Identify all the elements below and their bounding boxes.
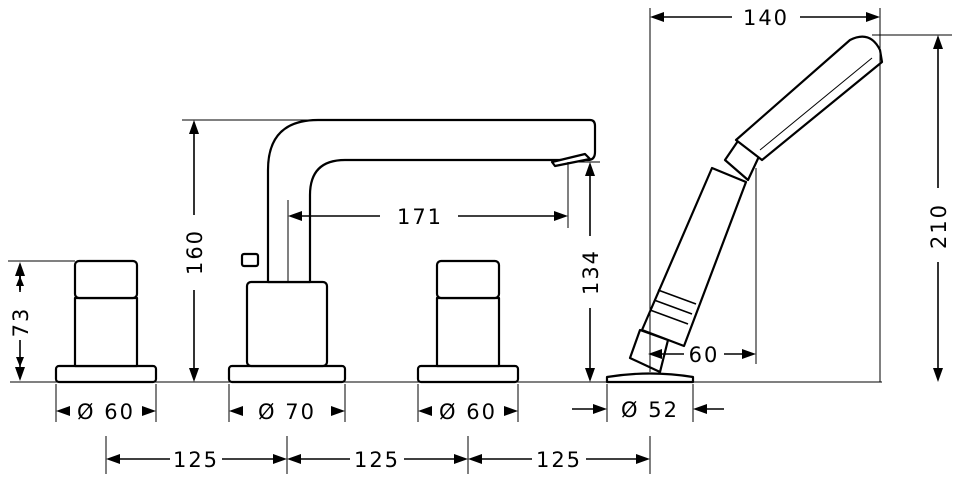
dim-label-spacing-2: 125	[354, 448, 400, 472]
dim-shower-width: 140	[649, 6, 881, 382]
dim-label-134: 134	[579, 249, 603, 295]
dim-right-diameter: Ø 60	[417, 384, 519, 424]
dim-label-73: 73	[9, 307, 33, 338]
spout	[227, 118, 597, 384]
dim-spout-reach: 171	[287, 162, 569, 282]
dim-spout-height: 160	[182, 119, 318, 382]
dim-shower-height: 210	[872, 34, 952, 382]
dim-shower-diameter: Ø 52	[572, 384, 724, 422]
dim-label-spout-dia: Ø 70	[258, 400, 316, 424]
dim-label-210: 210	[927, 203, 951, 249]
dim-label-spacing-1: 125	[173, 448, 219, 472]
dim-label-171: 171	[397, 205, 443, 229]
hand-shower	[605, 35, 884, 384]
left-handle	[54, 259, 158, 384]
dim-label-60-holder: 60	[689, 343, 720, 367]
dim-label-160: 160	[183, 229, 207, 275]
dim-outlet-height: 134	[575, 161, 603, 382]
dim-label-left-dia: Ø 60	[77, 400, 135, 424]
dim-label-right-dia: Ø 60	[439, 400, 497, 424]
dim-label-spacing-3: 125	[536, 448, 582, 472]
dim-label-140: 140	[743, 6, 789, 30]
right-handle	[416, 259, 520, 384]
dim-spacing: 125 125 125	[105, 436, 651, 474]
dim-label-shower-dia: Ø 52	[621, 398, 679, 422]
dim-holder-offset: 60	[648, 168, 757, 367]
dim-left-diameter: Ø 60	[55, 384, 157, 424]
dim-handle-height: 73	[8, 260, 75, 381]
dim-spout-diameter: Ø 70	[228, 384, 346, 424]
